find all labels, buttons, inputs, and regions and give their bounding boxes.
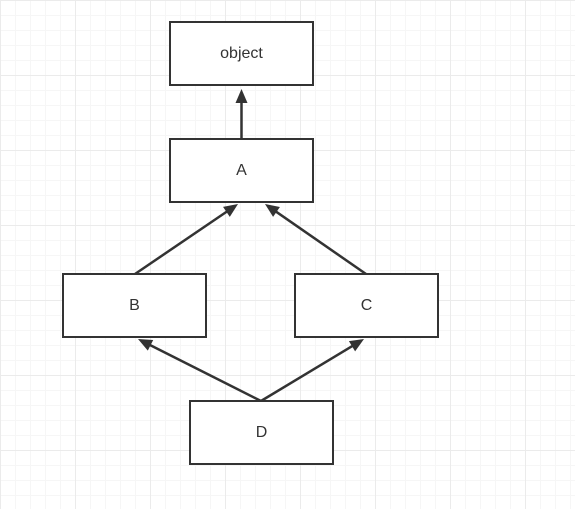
edge-c-to-a	[265, 204, 367, 276]
edge-b-to-a	[134, 204, 238, 276]
node-box	[189, 400, 334, 465]
node-label: C	[361, 297, 373, 314]
node-a[interactable]: A	[169, 138, 314, 203]
node-box	[62, 273, 207, 338]
arrowhead-icon	[235, 89, 248, 103]
arrowhead-icon	[348, 339, 364, 352]
node-d[interactable]: D	[189, 400, 334, 465]
node-label: D	[256, 424, 268, 441]
edge-d-to-c	[260, 339, 364, 403]
arrowhead-icon	[138, 339, 154, 351]
edge-line	[260, 344, 355, 403]
edge-line	[148, 343, 262, 403]
edge-a-to-object	[235, 89, 248, 139]
node-object[interactable]: object	[169, 21, 314, 86]
node-box	[169, 21, 314, 86]
edge-line	[274, 209, 367, 276]
node-box	[294, 273, 439, 338]
node-box	[169, 138, 314, 203]
node-label: object	[220, 45, 263, 62]
edge-line	[134, 209, 229, 276]
arrowhead-icon	[265, 204, 280, 217]
node-label: B	[129, 297, 140, 314]
edges-layer	[134, 89, 367, 403]
node-c[interactable]: C	[294, 273, 439, 338]
edge-d-to-b	[138, 339, 262, 403]
arrowhead-icon	[223, 204, 238, 217]
node-b[interactable]: B	[62, 273, 207, 338]
node-label: A	[236, 162, 247, 179]
